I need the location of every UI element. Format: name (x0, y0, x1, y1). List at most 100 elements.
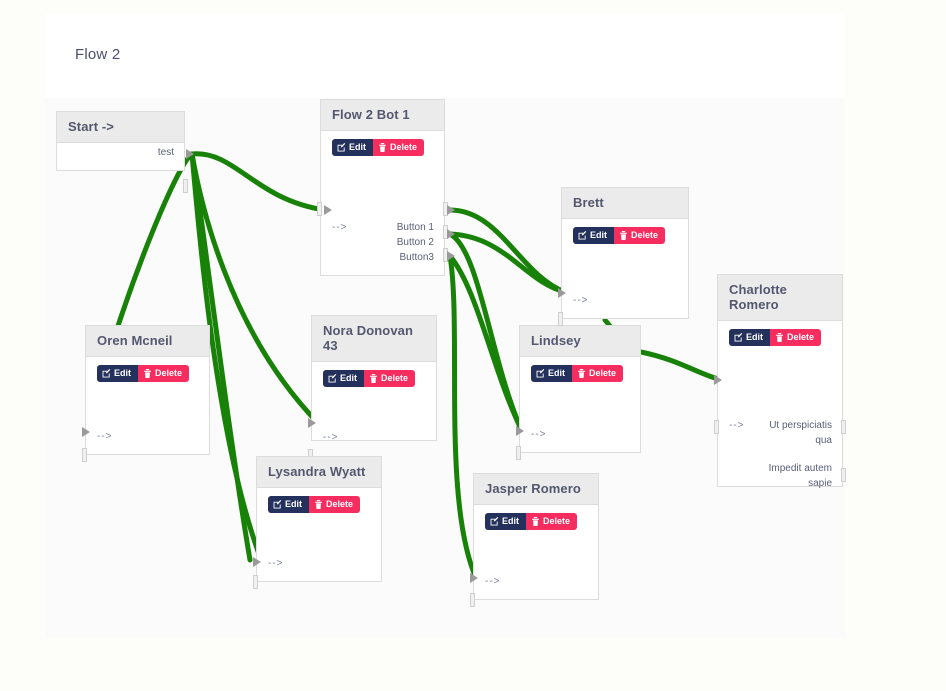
node-lysandra-wyatt[interactable]: Lysandra Wyatt Edit Delete --> (253, 456, 382, 589)
port-out-test[interactable]: test (157, 147, 174, 158)
node-body: Edit Delete --> (558, 219, 688, 326)
port-in-label[interactable]: --> (97, 431, 113, 442)
node-charlotte-romero[interactable]: Charlotte Romero Edit Delete --> Ut (714, 274, 846, 489)
delete-button[interactable]: Delete (572, 365, 624, 382)
node-nora-donovan-43[interactable]: Nora Donovan 43 Edit Delete --> (308, 315, 437, 463)
port-row: --> (562, 293, 688, 308)
port-in-label[interactable]: --> (729, 420, 745, 431)
input-handle[interactable] (516, 446, 521, 460)
delete-button[interactable]: Delete (138, 365, 190, 382)
arrow-marker-button3-out (447, 251, 455, 261)
arrow-marker-button2-out (447, 229, 455, 239)
trash-icon (578, 369, 585, 378)
input-handle[interactable] (558, 312, 563, 326)
delete-button[interactable]: Delete (526, 513, 578, 530)
delete-button[interactable]: Delete (770, 329, 822, 346)
pencil-square-icon (102, 369, 111, 378)
output-handle[interactable] (183, 179, 188, 193)
node-lindsey[interactable]: Lindsey Edit Delete --> (516, 325, 641, 460)
port-row: --> Button 1 Button 2 Button3 (321, 220, 444, 265)
node-action-buttons: Edit Delete (474, 505, 598, 530)
flow-header-bar: Flow 2 (45, 14, 845, 98)
node-action-buttons: Edit Delete (257, 488, 381, 513)
trash-icon (620, 231, 627, 240)
delete-button-label: Delete (390, 142, 418, 152)
node-action-buttons: Edit Delete (718, 321, 842, 346)
arrow-marker-nora-in (308, 418, 316, 428)
input-handle[interactable] (714, 420, 719, 434)
edit-button[interactable]: Edit (323, 370, 364, 387)
arrow-marker-brett-in (558, 288, 566, 298)
port-out-ut-perspiciatis[interactable]: Ut perspiciatis qua (769, 420, 832, 446)
output-handle-2[interactable] (841, 468, 846, 482)
port-row: --> (474, 574, 598, 589)
delete-button[interactable]: Delete (373, 139, 425, 156)
trash-icon (370, 374, 377, 383)
input-handle[interactable] (317, 202, 322, 216)
node-ports: --> (86, 429, 209, 444)
port-out-impedit-autem[interactable]: Impedit autem sapie (768, 463, 832, 489)
port-in-label[interactable]: --> (485, 576, 501, 587)
arrow-marker-lysandra-in (253, 557, 261, 567)
edit-button[interactable]: Edit (485, 513, 526, 530)
arrow-marker-charlotte-in (714, 375, 722, 385)
node-ports: --> (257, 556, 381, 571)
node-body: Edit Delete --> (308, 362, 436, 463)
arrow-marker-flow2bot1-in (324, 205, 332, 215)
arrow-marker-lindsey-in (516, 426, 524, 436)
output-handle-1[interactable] (841, 420, 846, 434)
delete-button-label: Delete (543, 516, 571, 526)
port-in-label[interactable]: --> (573, 295, 589, 306)
trash-icon (532, 517, 539, 526)
edit-button[interactable]: Edit (268, 496, 309, 513)
edit-button-label: Edit (340, 373, 357, 383)
pencil-square-icon (490, 517, 499, 526)
port-in-label[interactable]: --> (268, 558, 284, 569)
edit-button[interactable]: Edit (729, 329, 770, 346)
pencil-square-icon (734, 333, 743, 342)
delete-button-label: Delete (155, 368, 183, 378)
port-row: --> (312, 430, 436, 445)
node-title: Nora Donovan 43 (312, 316, 436, 362)
node-body: Edit Delete --> (82, 357, 209, 462)
arrow-marker-button1-out (447, 205, 455, 215)
node-action-buttons: Edit Delete (86, 357, 209, 382)
node-title: Lindsey (520, 326, 640, 357)
delete-button[interactable]: Delete (614, 227, 666, 244)
arrow-marker-oren-in (82, 427, 90, 437)
delete-button[interactable]: Delete (364, 370, 416, 387)
page-title: Flow 2 (75, 46, 121, 63)
port-out-button-1[interactable]: Button 1 (396, 222, 434, 233)
arrow-marker-jasper-in (470, 573, 478, 583)
input-handle[interactable] (470, 593, 475, 607)
node-flow2bot1[interactable]: Flow 2 Bot 1 Edit Delete --> Button (317, 99, 448, 276)
arrow-marker-start-out (186, 149, 194, 159)
port-row: --> Ut perspiciatis qua Impedit autem sa… (718, 418, 842, 491)
port-out-button-3[interactable]: Button3 (399, 252, 434, 263)
port-in-label[interactable]: --> (531, 429, 547, 440)
delete-button[interactable]: Delete (309, 496, 361, 513)
port-in-label[interactable]: --> (323, 432, 339, 443)
node-brett[interactable]: Brett Edit Delete --> (558, 187, 689, 326)
port-out-button-2[interactable]: Button 2 (396, 237, 434, 248)
node-ports: --> (562, 293, 688, 308)
input-handle[interactable] (253, 575, 258, 589)
node-ports: --> Ut perspiciatis qua Impedit autem sa… (718, 418, 842, 491)
delete-button-label: Delete (787, 332, 815, 342)
trash-icon (144, 369, 151, 378)
input-handle[interactable] (82, 448, 87, 462)
edit-button[interactable]: Edit (97, 365, 138, 382)
node-body: Edit Delete --> (516, 357, 640, 460)
port-in-label[interactable]: --> (332, 222, 348, 233)
edit-button-label: Edit (502, 516, 519, 526)
port-row: test (57, 145, 184, 160)
node-ports: --> (474, 574, 598, 589)
pencil-square-icon (536, 369, 545, 378)
node-start[interactable]: Start -> test (56, 111, 188, 193)
node-ports: test (57, 145, 184, 160)
edit-button[interactable]: Edit (332, 139, 373, 156)
node-oren-mcneil[interactable]: Oren Mcneil Edit Delete --> (82, 325, 210, 462)
edit-button[interactable]: Edit (573, 227, 614, 244)
node-jasper-romero[interactable]: Jasper Romero Edit Delete --> (470, 473, 599, 607)
edit-button[interactable]: Edit (531, 365, 572, 382)
